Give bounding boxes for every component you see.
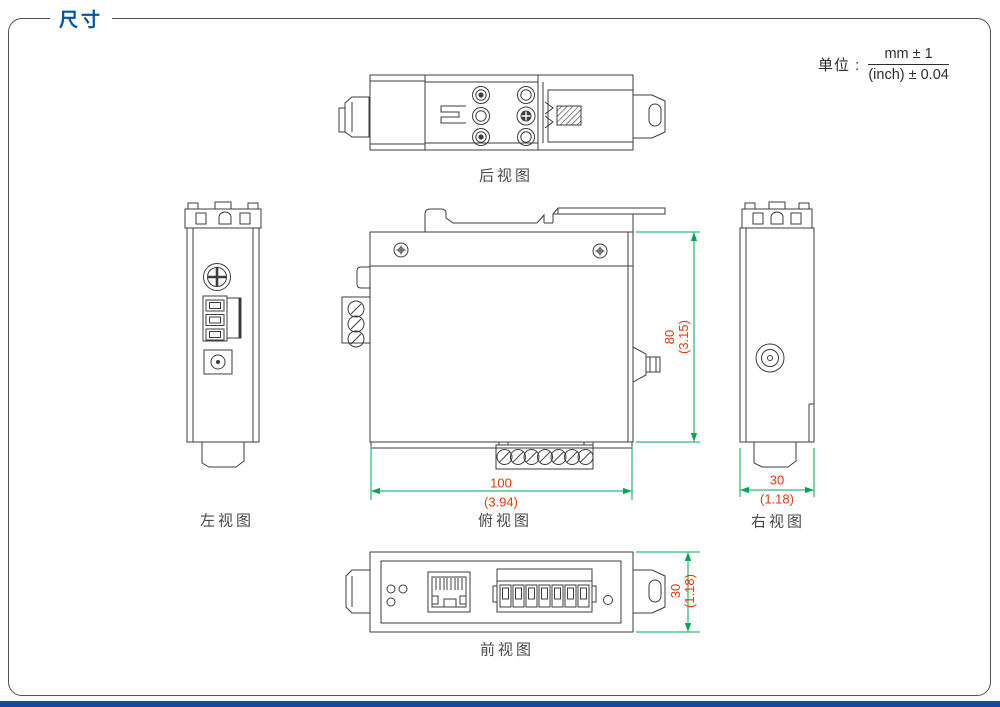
unit-fraction: mm ± 1 (inch) ± 0.04 — [868, 46, 949, 83]
left-view-label: 左视图 — [199, 512, 255, 530]
rear-body — [369, 74, 634, 151]
left-din-clip — [184, 201, 262, 229]
unit-note: 单位 : mm ± 1 (inch) ± 0.04 — [818, 46, 949, 83]
unit-inch-tolerance: (inch) ± 0.04 — [868, 67, 949, 83]
right-bottom-foot — [753, 441, 797, 468]
content-frame — [8, 18, 991, 696]
unit-label: 单位 : — [818, 57, 861, 74]
height-inch: (3.15) — [676, 320, 691, 354]
rear-view-label: 后视图 — [478, 167, 534, 185]
rear-slot — [440, 105, 466, 124]
top-view-label: 俯视图 — [477, 512, 533, 530]
front-view-drawing — [345, 551, 700, 633]
front-height-dimension-lines — [636, 551, 700, 633]
height-dimension-lines — [636, 231, 700, 443]
top-body — [369, 231, 634, 443]
left-body — [186, 227, 260, 443]
section-title: 尺寸 — [50, 5, 113, 32]
rear-screw-holes — [472, 86, 536, 146]
left-bottom-foot — [201, 441, 245, 468]
top-terminal-3pin — [341, 296, 371, 348]
rear-view-drawing — [338, 74, 666, 151]
top-screws — [393, 242, 608, 259]
right-view-width-mm: 30 — [769, 472, 785, 488]
top-knob — [632, 346, 661, 383]
front-height-inch: (1.18) — [682, 574, 697, 608]
top-view-width-mm: 100 — [490, 475, 512, 491]
din-rail-bracket — [537, 75, 634, 150]
top-view-width-inch: (3.94) — [484, 494, 518, 510]
right-body — [739, 227, 815, 443]
right-view-width-inch: (1.18) — [760, 491, 794, 507]
rear-mounting-tab — [633, 94, 666, 139]
left-view-drawing — [184, 201, 262, 468]
terminal-block-3pin — [202, 295, 242, 342]
top-side-connector — [356, 266, 370, 289]
top-terminal-7pin — [495, 441, 594, 470]
front-height-mm: 30 — [668, 583, 683, 599]
right-din-clip — [741, 201, 813, 229]
top-view-height-dimension: 80 (3.15) — [662, 320, 691, 354]
top-view-drawing — [341, 207, 700, 500]
front-side-connector — [345, 569, 370, 614]
width-dimension-lines — [370, 446, 633, 500]
rj45-port — [427, 571, 471, 613]
right-knob — [755, 343, 785, 373]
front-view-label: 前视图 — [479, 641, 535, 659]
height-mm: 80 — [662, 329, 677, 345]
led-indicators — [386, 584, 408, 607]
right-width-dimension-lines — [739, 448, 815, 497]
front-view-height-dimension: 30 (1.18) — [668, 574, 697, 608]
footer-bar — [0, 701, 1000, 707]
front-mounting-tab — [633, 569, 666, 614]
right-view-drawing — [739, 201, 815, 497]
right-view-label: 右视图 — [750, 513, 806, 531]
front-body — [369, 551, 634, 633]
grounding-screw — [203, 263, 231, 291]
terminal-block-7pin-front — [492, 568, 597, 613]
rear-side-connector — [338, 96, 370, 138]
top-din-clip-profile — [424, 207, 666, 232]
unit-mm-tolerance: mm ± 1 — [868, 46, 949, 65]
dc-power-jack — [203, 349, 233, 375]
front-reset-hole — [603, 595, 613, 605]
